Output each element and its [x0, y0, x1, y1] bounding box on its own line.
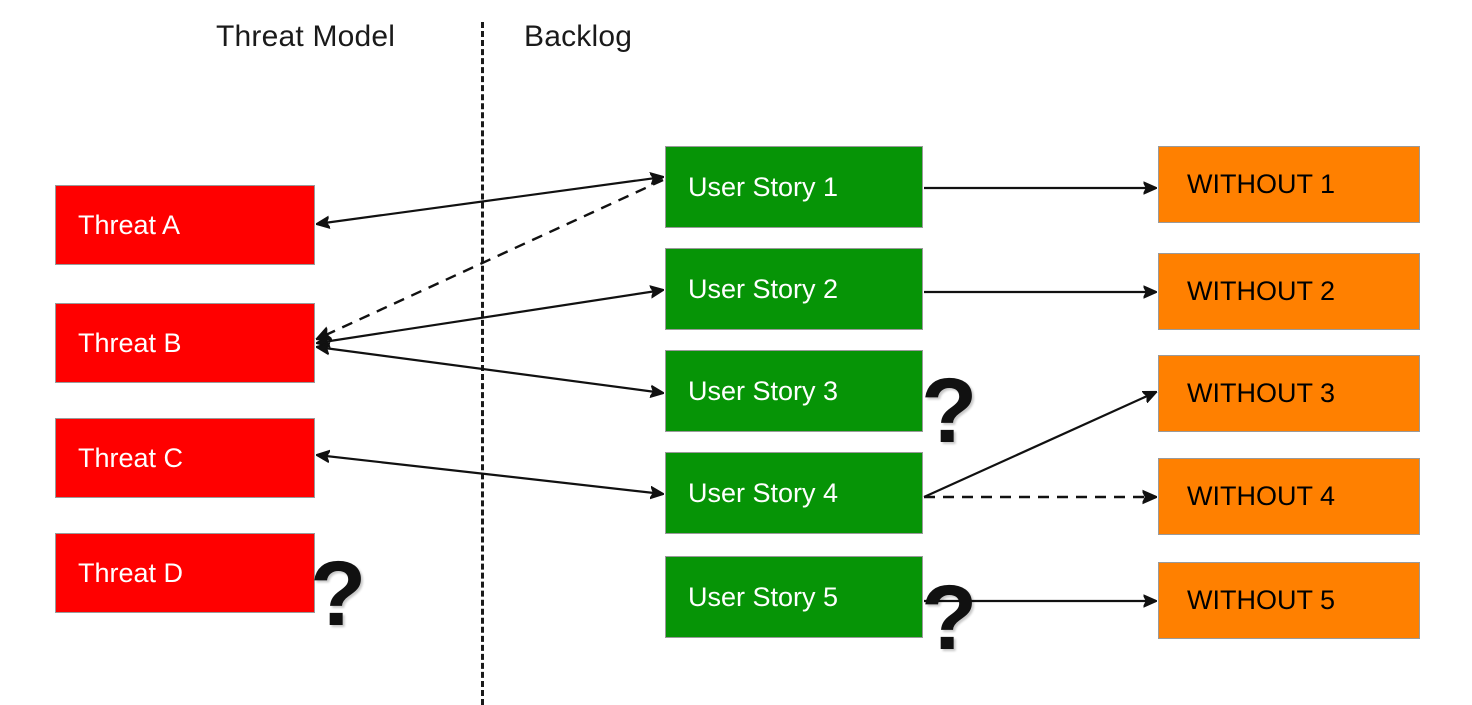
- story-node-4[interactable]: User Story 4: [665, 452, 923, 534]
- connector-threatC-story4: [317, 455, 663, 494]
- threat-node-d[interactable]: Threat D: [55, 533, 315, 613]
- connector-story4-without3: [923, 392, 1156, 499]
- without-node-4[interactable]: WITHOUT 4: [1158, 458, 1420, 535]
- column-header-threat-model: Threat Model: [216, 20, 396, 53]
- connector-threatB-story2: [317, 290, 663, 343]
- threat-node-d-label: Threat D: [78, 557, 184, 588]
- threat-node-c[interactable]: Threat C: [55, 418, 315, 498]
- story-node-3[interactable]: User Story 3: [665, 350, 923, 432]
- without-node-5[interactable]: WITHOUT 5: [1158, 562, 1420, 639]
- story-node-1[interactable]: User Story 1: [665, 146, 923, 228]
- story-node-5-label: User Story 5: [688, 581, 839, 612]
- without-node-2-label: WITHOUT 2: [1187, 276, 1335, 306]
- without-node-2[interactable]: WITHOUT 2: [1158, 253, 1420, 330]
- threat-node-b[interactable]: Threat B: [55, 303, 315, 383]
- without-node-1[interactable]: WITHOUT 1: [1158, 146, 1420, 223]
- connector-threatB-story3: [317, 347, 663, 393]
- threat-node-b-label: Threat B: [78, 327, 182, 358]
- connector-story1-threatB-dashed: [317, 178, 664, 339]
- story-node-2[interactable]: User Story 2: [665, 248, 923, 330]
- story-node-2-label: User Story 2: [688, 273, 839, 304]
- without-node-1-label: WITHOUT 1: [1187, 169, 1335, 199]
- without-node-4-label: WITHOUT 4: [1187, 481, 1335, 511]
- story-node-4-label: User Story 4: [688, 477, 839, 508]
- without-node-5-label: WITHOUT 5: [1187, 585, 1335, 615]
- story-node-3-label: User Story 3: [688, 375, 839, 406]
- without-node-3-label: WITHOUT 3: [1187, 378, 1335, 408]
- story-node-5[interactable]: User Story 5: [665, 556, 923, 638]
- threat-node-a-label: Threat A: [78, 209, 181, 240]
- connector-story1-threatA: [317, 177, 663, 224]
- threat-node-a[interactable]: Threat A: [55, 185, 315, 265]
- threat-node-c-label: Threat C: [78, 442, 184, 473]
- column-header-backlog: Backlog: [524, 20, 633, 53]
- story-node-1-label: User Story 1: [688, 171, 839, 202]
- without-node-3[interactable]: WITHOUT 3: [1158, 355, 1420, 432]
